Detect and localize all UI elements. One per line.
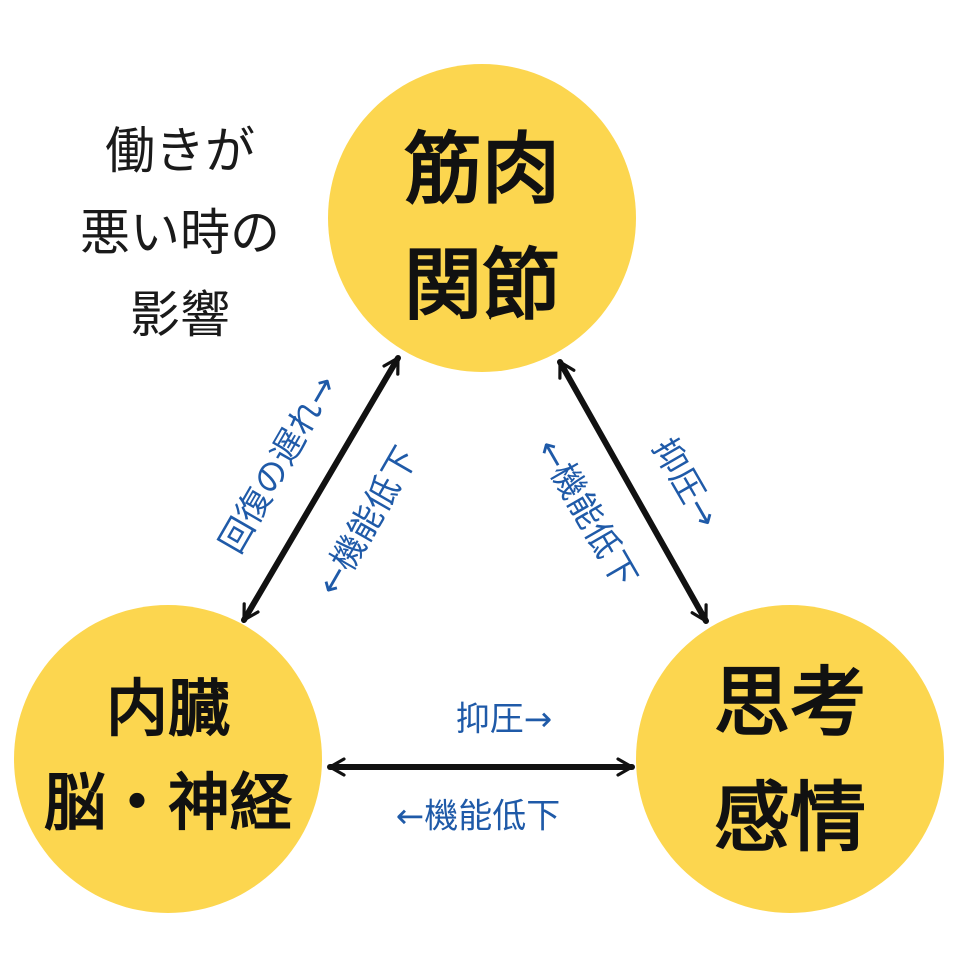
title-line: 影響 — [130, 286, 230, 344]
title-line: 悪い時の — [80, 204, 280, 262]
edge-label-function-decline: ←機能低下 — [528, 432, 645, 594]
diagram-title: 働きが 悪い時の 影響 — [80, 122, 280, 344]
node-circle — [14, 605, 322, 913]
arrow-muscle-mind — [557, 359, 709, 624]
title-line: 働きが — [105, 122, 255, 180]
node-muscle-joint: 筋肉 関節 — [328, 64, 636, 372]
edge-label-suppression: 抑圧→ — [644, 431, 727, 535]
node-thought-emotion: 思考 感情 — [636, 605, 944, 913]
arrow-muscle-organ — [241, 355, 401, 623]
edge-label-recovery-delay: 回復の遅れ→ — [212, 368, 346, 560]
node-label: 感情 — [714, 773, 866, 862]
node-label: 脳・神経 — [44, 766, 293, 839]
node-circle — [636, 605, 944, 913]
node-label: 思考 — [714, 658, 866, 747]
node-label: 筋肉 — [404, 125, 560, 215]
edge-label-suppression: 抑圧→ — [456, 700, 553, 740]
node-organ-brain-nerve: 内臓 脳・神経 — [14, 605, 322, 913]
node-label: 内臓 — [106, 672, 230, 745]
node-label: 関節 — [404, 241, 560, 331]
edge-label-function-decline: ←機能低下 — [309, 440, 426, 602]
edge-label-function-decline: ←機能低下 — [396, 797, 561, 837]
node-circle — [328, 64, 636, 372]
